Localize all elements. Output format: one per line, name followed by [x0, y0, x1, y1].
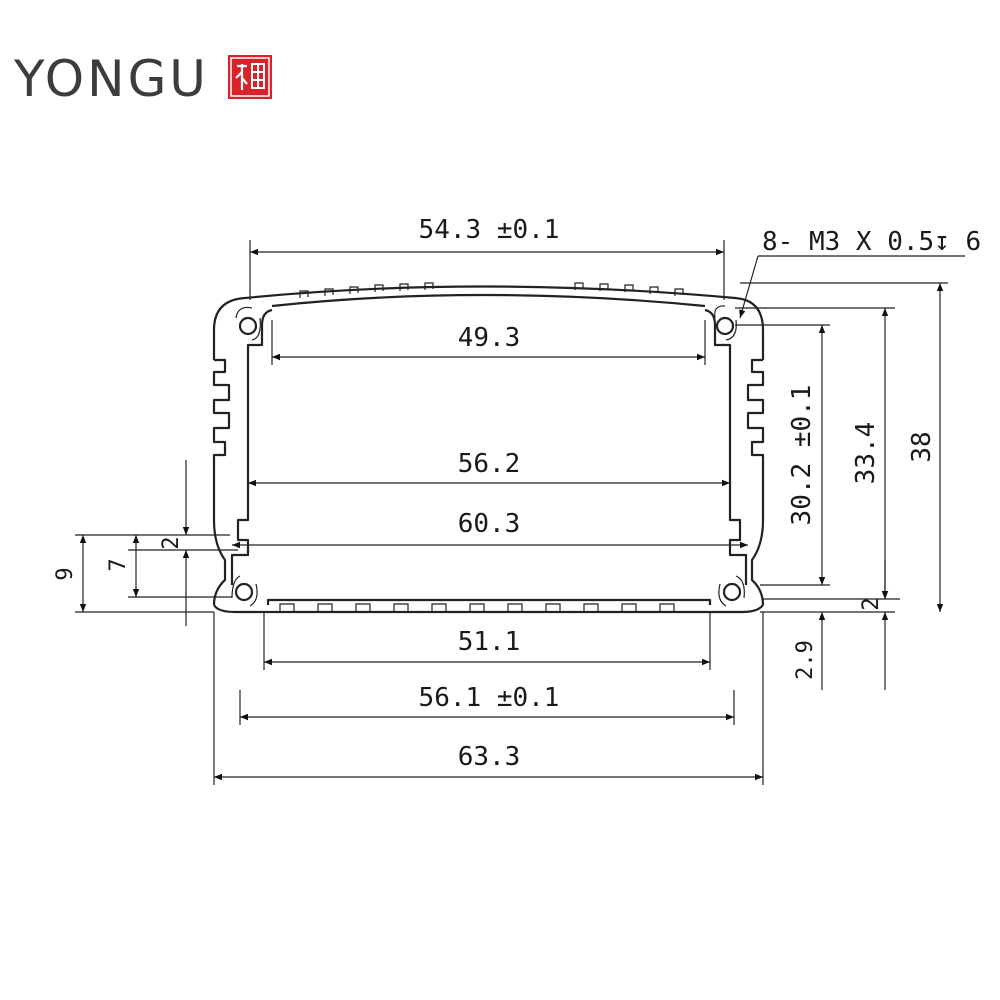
- dim-top-inner-width: 49.3: [458, 323, 521, 353]
- dim-bottom-width: 56.1 ±0.1: [419, 683, 560, 713]
- dim-mid-height: 33.4: [851, 422, 881, 485]
- brand-seal-icon: [228, 55, 272, 99]
- dim-inner-width: 56.2: [458, 449, 521, 479]
- dim-left-height-9: 9: [53, 567, 78, 580]
- dim-overall-height: 38: [907, 431, 937, 462]
- dim-top-outer-width: 54.3 ±0.1: [419, 215, 560, 245]
- dim-overall-width: 63.3: [458, 742, 521, 772]
- dimension-lines: [79, 248, 944, 781]
- thread-callout: 8- M3 X 0.5↧ 6: [762, 227, 981, 257]
- dim-left-gap-2: 2: [159, 536, 184, 549]
- dim-right-gap: 2: [859, 597, 884, 610]
- dim-inner-height: 30.2 ±0.1: [787, 385, 817, 526]
- enclosure-profile: [212, 282, 765, 614]
- dim-slot-width: 60.3: [458, 509, 521, 539]
- dim-bottom-inner-width: 51.1: [458, 627, 521, 657]
- dim-left-height-7: 7: [106, 558, 131, 571]
- dim-bottom-thickness: 2.9: [793, 640, 818, 680]
- brand-logo-text: YONGU: [13, 50, 209, 108]
